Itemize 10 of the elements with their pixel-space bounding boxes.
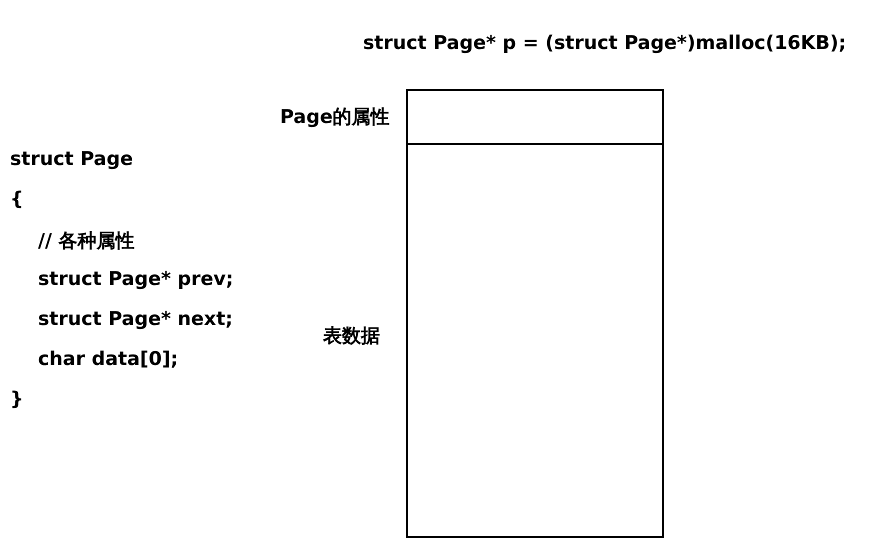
code-line: // 各种属性	[38, 229, 134, 254]
code-line: struct Page* next;	[38, 308, 233, 330]
box-label: Page的属性	[280, 105, 390, 130]
code-statement: struct Page* p = (struct Page*)malloc(16KB);	[363, 32, 846, 54]
code-line: char data[0];	[38, 348, 178, 370]
code-line: {	[10, 188, 24, 210]
code-line: }	[10, 388, 24, 410]
code-line: struct Page	[10, 148, 133, 170]
box-label: 表数据	[323, 324, 380, 349]
code-line: struct Page* prev;	[38, 268, 234, 290]
